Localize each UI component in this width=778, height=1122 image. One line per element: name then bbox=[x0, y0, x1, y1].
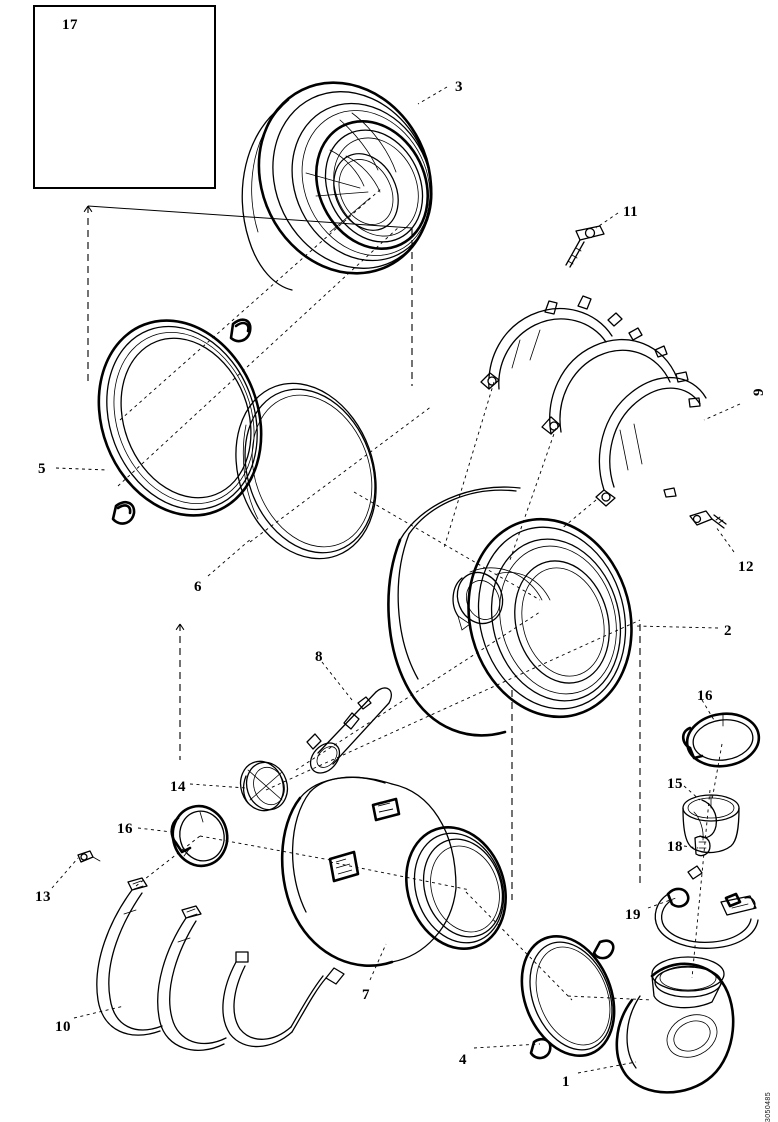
part-8-intake-tube-art bbox=[306, 687, 392, 774]
callout-1: 1 bbox=[562, 1074, 570, 1090]
part-12-fastener-art bbox=[689, 510, 727, 529]
callout-2: 2 bbox=[724, 623, 732, 639]
callout-7: 7 bbox=[362, 987, 370, 1003]
callout-15: 15 bbox=[667, 776, 683, 792]
part-2-inner-housing-art bbox=[387, 486, 633, 737]
part-15-dust-cup-art bbox=[682, 794, 740, 854]
part-4-gasket-ring-art bbox=[520, 935, 616, 1060]
part-10-mounting-straps-art bbox=[96, 877, 345, 1051]
callout-12: 12 bbox=[738, 559, 754, 575]
callout-16-left: 16 bbox=[117, 821, 133, 837]
callout-9: 9 bbox=[751, 388, 767, 396]
part-5-clamp-ring-art bbox=[97, 318, 263, 525]
callout-11: 11 bbox=[623, 204, 639, 220]
callout-3: 3 bbox=[455, 79, 463, 95]
part-11-bolt-art bbox=[565, 225, 605, 268]
part-13-screw-art bbox=[77, 850, 101, 863]
part-7-filter-element-art bbox=[280, 776, 507, 967]
callout-10: 10 bbox=[55, 1019, 71, 1035]
callout-19: 19 bbox=[625, 907, 641, 923]
part-3-outer-housing-art bbox=[241, 81, 433, 291]
callout-8: 8 bbox=[315, 649, 323, 665]
part-9-bracket-straps-art bbox=[480, 295, 707, 507]
callout-6: 6 bbox=[194, 579, 202, 595]
part-18-valve-fitting-art bbox=[687, 835, 711, 880]
callout-14: 14 bbox=[170, 779, 186, 795]
part-14-collar-ring-art bbox=[239, 760, 289, 812]
callout-13: 13 bbox=[35, 889, 51, 905]
leader-lines bbox=[51, 29, 741, 1074]
part-19-evacuator-hose-art bbox=[654, 887, 759, 949]
detail-inset-frame bbox=[33, 5, 216, 189]
callout-16-right: 16 bbox=[697, 688, 713, 704]
part-6-seal-ring-art bbox=[235, 382, 377, 560]
callout-17: 17 bbox=[62, 17, 78, 33]
part-1-inlet-body-art bbox=[615, 956, 735, 1094]
drawing-number-watermark: 3050485 bbox=[765, 1092, 772, 1122]
callout-18: 18 bbox=[667, 839, 683, 855]
part-16-right-clamp-art bbox=[681, 712, 761, 768]
callout-4: 4 bbox=[459, 1052, 467, 1068]
callout-5: 5 bbox=[38, 461, 46, 477]
assembly-group-boxes bbox=[83, 205, 641, 900]
part-16-left-clamp-art bbox=[170, 804, 229, 868]
